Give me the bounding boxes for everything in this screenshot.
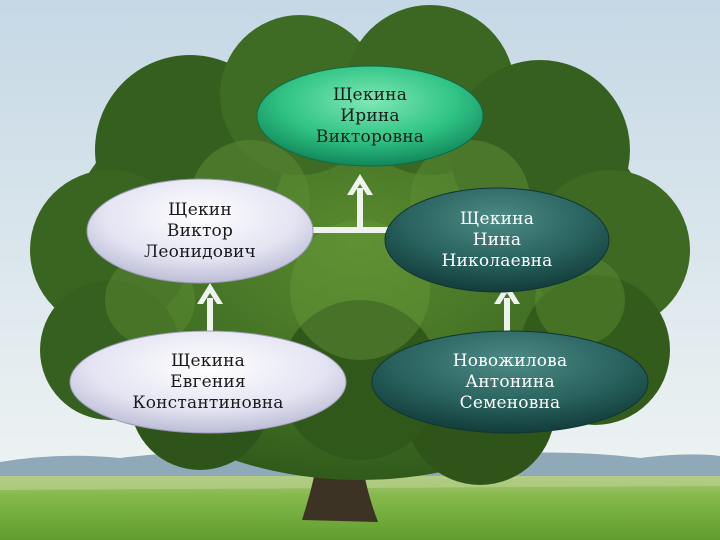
node-paternal-grandmother-ellipse — [69, 330, 347, 434]
connector-lines — [197, 174, 520, 332]
arrow-to-mother — [494, 283, 520, 304]
node-mother-ellipse — [384, 187, 610, 293]
node-father: Щекин Виктор Леонидович — [87, 179, 313, 283]
node-paternal-grandmother-label: Щекина Евгения Константиновна — [132, 350, 284, 413]
node-root-ellipse — [256, 65, 484, 167]
node-paternal-grandmother: Щекина Евгения Константиновна — [70, 331, 346, 433]
connector-father-stem — [207, 298, 213, 332]
arrow-to-root — [347, 174, 373, 195]
node-root-label: Щекина Ирина Викторовна — [315, 84, 425, 147]
connector-mother-stem — [504, 298, 510, 332]
node-mother: Щекина Нина Николаевна — [385, 188, 609, 292]
node-maternal-grandmother: Новожилова Антонина Семеновна — [372, 331, 648, 433]
node-father-label: Щекин Виктор Леонидович — [144, 199, 256, 262]
node-maternal-grandmother-label: Новожилова Антонина Семеновна — [452, 350, 568, 413]
node-root: Щекина Ирина Викторовна — [257, 66, 483, 166]
node-father-ellipse — [86, 178, 314, 284]
node-mother-label: Щекина Нина Николаевна — [441, 208, 553, 271]
arrow-to-father — [197, 283, 223, 304]
connector-parents-bar — [312, 227, 400, 233]
node-maternal-grandmother-ellipse — [371, 330, 649, 434]
connector-root-stem — [357, 188, 363, 230]
